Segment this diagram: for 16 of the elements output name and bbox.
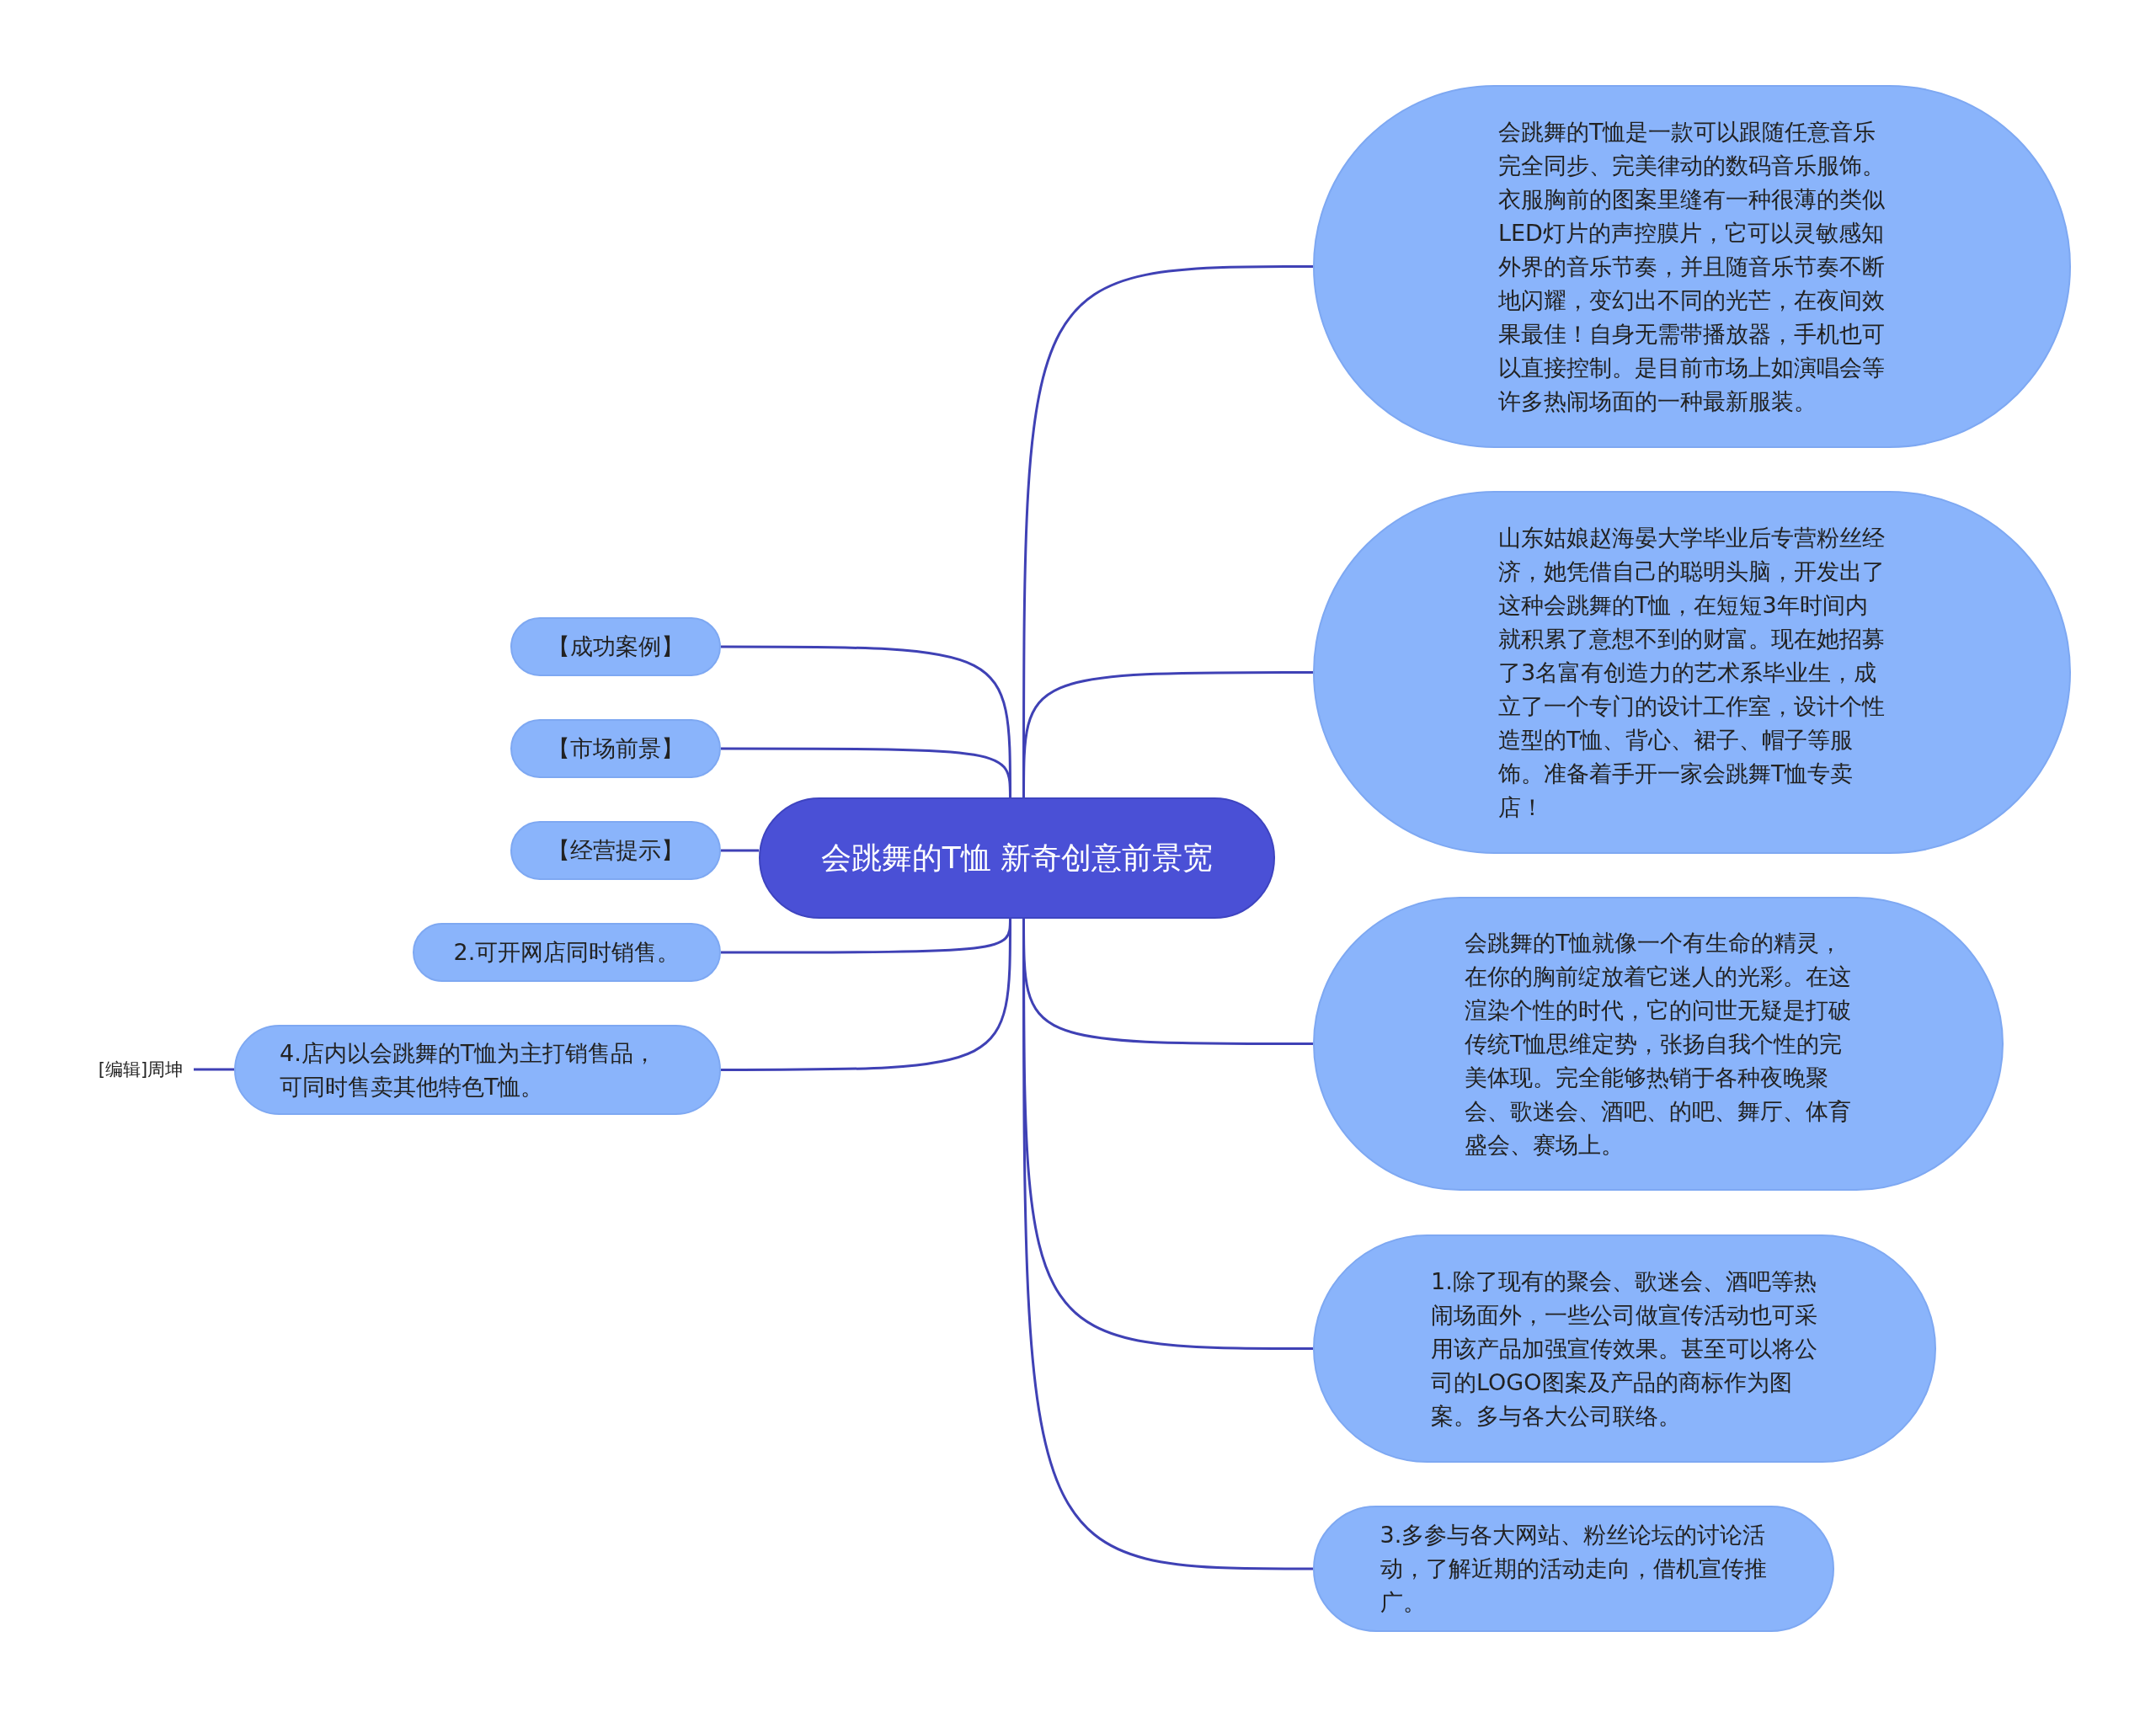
connector [1022, 671, 1313, 797]
editor-note: [编辑]周坤 [98, 1058, 184, 1081]
topic-text: 【经营提示】 [547, 836, 684, 865]
connector [721, 849, 759, 852]
topic-text: 会跳舞的T恤是一款可以跟随任意音乐完全同步、完美律动的数码音乐服饰。衣服胸前的图案里缝有一种很薄的类似LED灯片的声控膜片，它可以灵敏感知外界的音乐节奏，并且随音乐节奏不断地闪耀，变幻出不同的光芒，在夜间效果最佳！自身无需带播放器，手机也可以直接控制。是目前市场上如演唱会等许多热闹场面的一种最新服装。 [1498, 117, 1886, 416]
topic-text: 【市场前景】 [547, 734, 684, 763]
topic-text: 会跳舞的T恤就像一个有生命的精灵，在你的胸前绽放着它迷人的光彩。在这渲染个性的时代，它的问世无疑是打破传统T恤思维定势，张扬自我个性的完美体现。完全能够热销于各种夜晚聚会、歌迷会、酒吧、的吧、舞厅、体育盛会、赛场上。 [1465, 928, 1852, 1160]
topic-text: 【成功案例】 [547, 632, 684, 661]
connector [194, 1068, 234, 1071]
topic-text: 山东姑娘赵海晏大学毕业后专营粉丝经济，她凭借自己的聪明头脑，开发出了这种会跳舞的T恤，在短短3年时间内就积累了意想不到的财富。现在她招募了3名富有创造力的艺术系毕业生，成立了一个专门的设计工作室，设计个性造型的T恤、背心、裙子、帽子等服饰。准备着手开一家会跳舞T恤专卖店！ [1498, 523, 1886, 822]
topic-text: 4.店内以会跳舞的T恤为主打销售品，可同时售卖其他特色T恤。 [280, 1038, 658, 1101]
topic-text: 1.除了现有的聚会、歌迷会、酒吧等热闹场面外，一些公司做宣传活动也可采用该产品加强宣传效果。甚至可以将公司的LOGO图案及产品的商标作为图案。多与各大公司联络。 [1431, 1266, 1818, 1431]
topic-text: 会跳舞的T恤 新奇创意前景宽 [819, 840, 1214, 877]
topic-text: 3.多参与各大网站、粉丝论坛的讨论活动，了解近期的活动走向，借机宣传推广。 [1380, 1521, 1768, 1617]
topic-text: 2.可开网店同时销售。 [453, 938, 680, 967]
connector [721, 919, 1011, 1071]
